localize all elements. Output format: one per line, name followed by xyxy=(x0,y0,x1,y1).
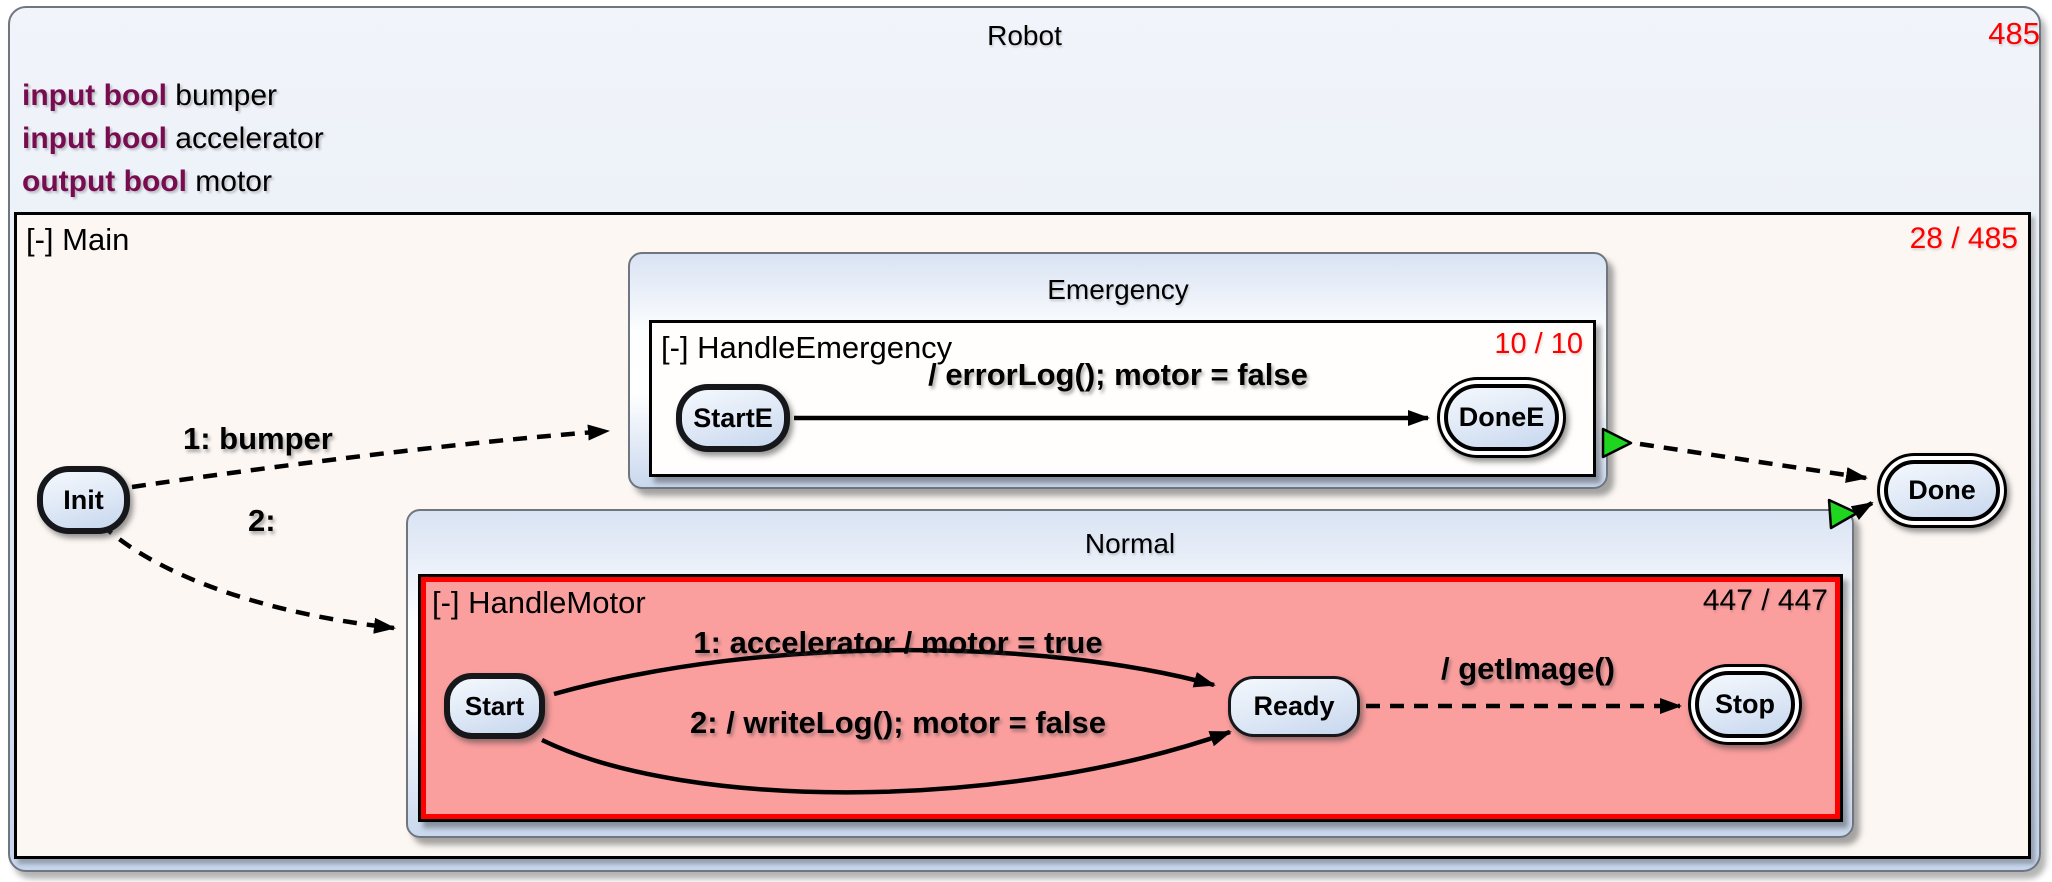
state-emergency-title: Emergency xyxy=(1047,274,1189,305)
keyword: input bool xyxy=(22,122,167,155)
region-handle-emergency-counter: 10 / 10 xyxy=(1494,328,1583,360)
state-doneE[interactable]: DoneE xyxy=(1437,377,1566,458)
transition-label-bumper[interactable]: 1: bumper xyxy=(183,421,333,456)
region-handle-motor[interactable] xyxy=(418,574,1843,822)
transition-start-to-ready-1[interactable] xyxy=(553,647,1216,697)
state-start-label: Start xyxy=(464,690,525,721)
transition-init-to-emergency[interactable] xyxy=(131,424,610,490)
transition-label-errorlog[interactable]: / errorLog(); motor = false xyxy=(928,357,1308,392)
variable-name: accelerator xyxy=(166,122,324,155)
state-normal-title: Normal xyxy=(1084,528,1176,559)
state-stop[interactable]: Stop xyxy=(1688,664,1802,745)
state-robot-title: Robot xyxy=(987,20,1062,51)
region-handle-emergency[interactable] xyxy=(649,320,1596,477)
state-init-label: Init xyxy=(63,484,104,515)
termination-triangle-normal xyxy=(1827,498,1859,530)
declaration-accelerator: input bool accelerator xyxy=(22,117,324,160)
variable-name: bumper xyxy=(166,79,278,112)
transition-label-accelerator[interactable]: 1: accelerator / motor = true xyxy=(693,625,1103,660)
state-init[interactable]: Init xyxy=(37,466,130,534)
state-ready-label: Ready xyxy=(1253,691,1335,721)
state-startE[interactable]: StartE xyxy=(676,384,790,452)
state-robot-counter: 485 xyxy=(1988,16,2040,51)
region-handle-motor-counter: 447 / 447 xyxy=(1702,584,1828,617)
region-main-counter: 28 / 485 xyxy=(1909,222,2018,255)
transition-label-getimage[interactable]: / getImage() xyxy=(1441,651,1615,686)
region-handle-emergency-collapse-label[interactable]: [-] HandleEmergency xyxy=(661,330,953,365)
state-start[interactable]: Start xyxy=(444,673,545,739)
transition-init-to-normal[interactable] xyxy=(99,522,396,634)
region-handle-motor-collapse-label[interactable]: [-] HandleMotor xyxy=(432,585,646,620)
transition-label-2[interactable]: 2: xyxy=(248,503,276,538)
declaration-bumper: input bool bumper xyxy=(22,74,324,117)
keyword: output bool xyxy=(22,165,187,198)
state-stop-label: Stop xyxy=(1695,671,1795,738)
keyword: input bool xyxy=(22,79,167,112)
declarations-block: input bool bumper input bool accelerator… xyxy=(22,74,324,203)
transition-label-writelog[interactable]: 2: / writeLog(); motor = false xyxy=(690,705,1106,740)
transition-start-to-ready-2[interactable] xyxy=(541,729,1232,795)
variable-name: motor xyxy=(186,165,272,198)
state-done[interactable]: Done xyxy=(1877,453,2007,528)
state-done-label: Done xyxy=(1884,460,2000,521)
termination-triangle-emergency xyxy=(1601,427,1633,459)
state-startE-label: StartE xyxy=(693,402,773,433)
state-doneE-label: DoneE xyxy=(1444,384,1559,451)
declaration-motor: output bool motor xyxy=(22,160,324,203)
state-ready[interactable]: Ready xyxy=(1228,676,1360,737)
region-main-collapse-label[interactable]: [-] Main xyxy=(26,222,130,257)
transition-emergency-to-done[interactable] xyxy=(1639,441,1868,483)
